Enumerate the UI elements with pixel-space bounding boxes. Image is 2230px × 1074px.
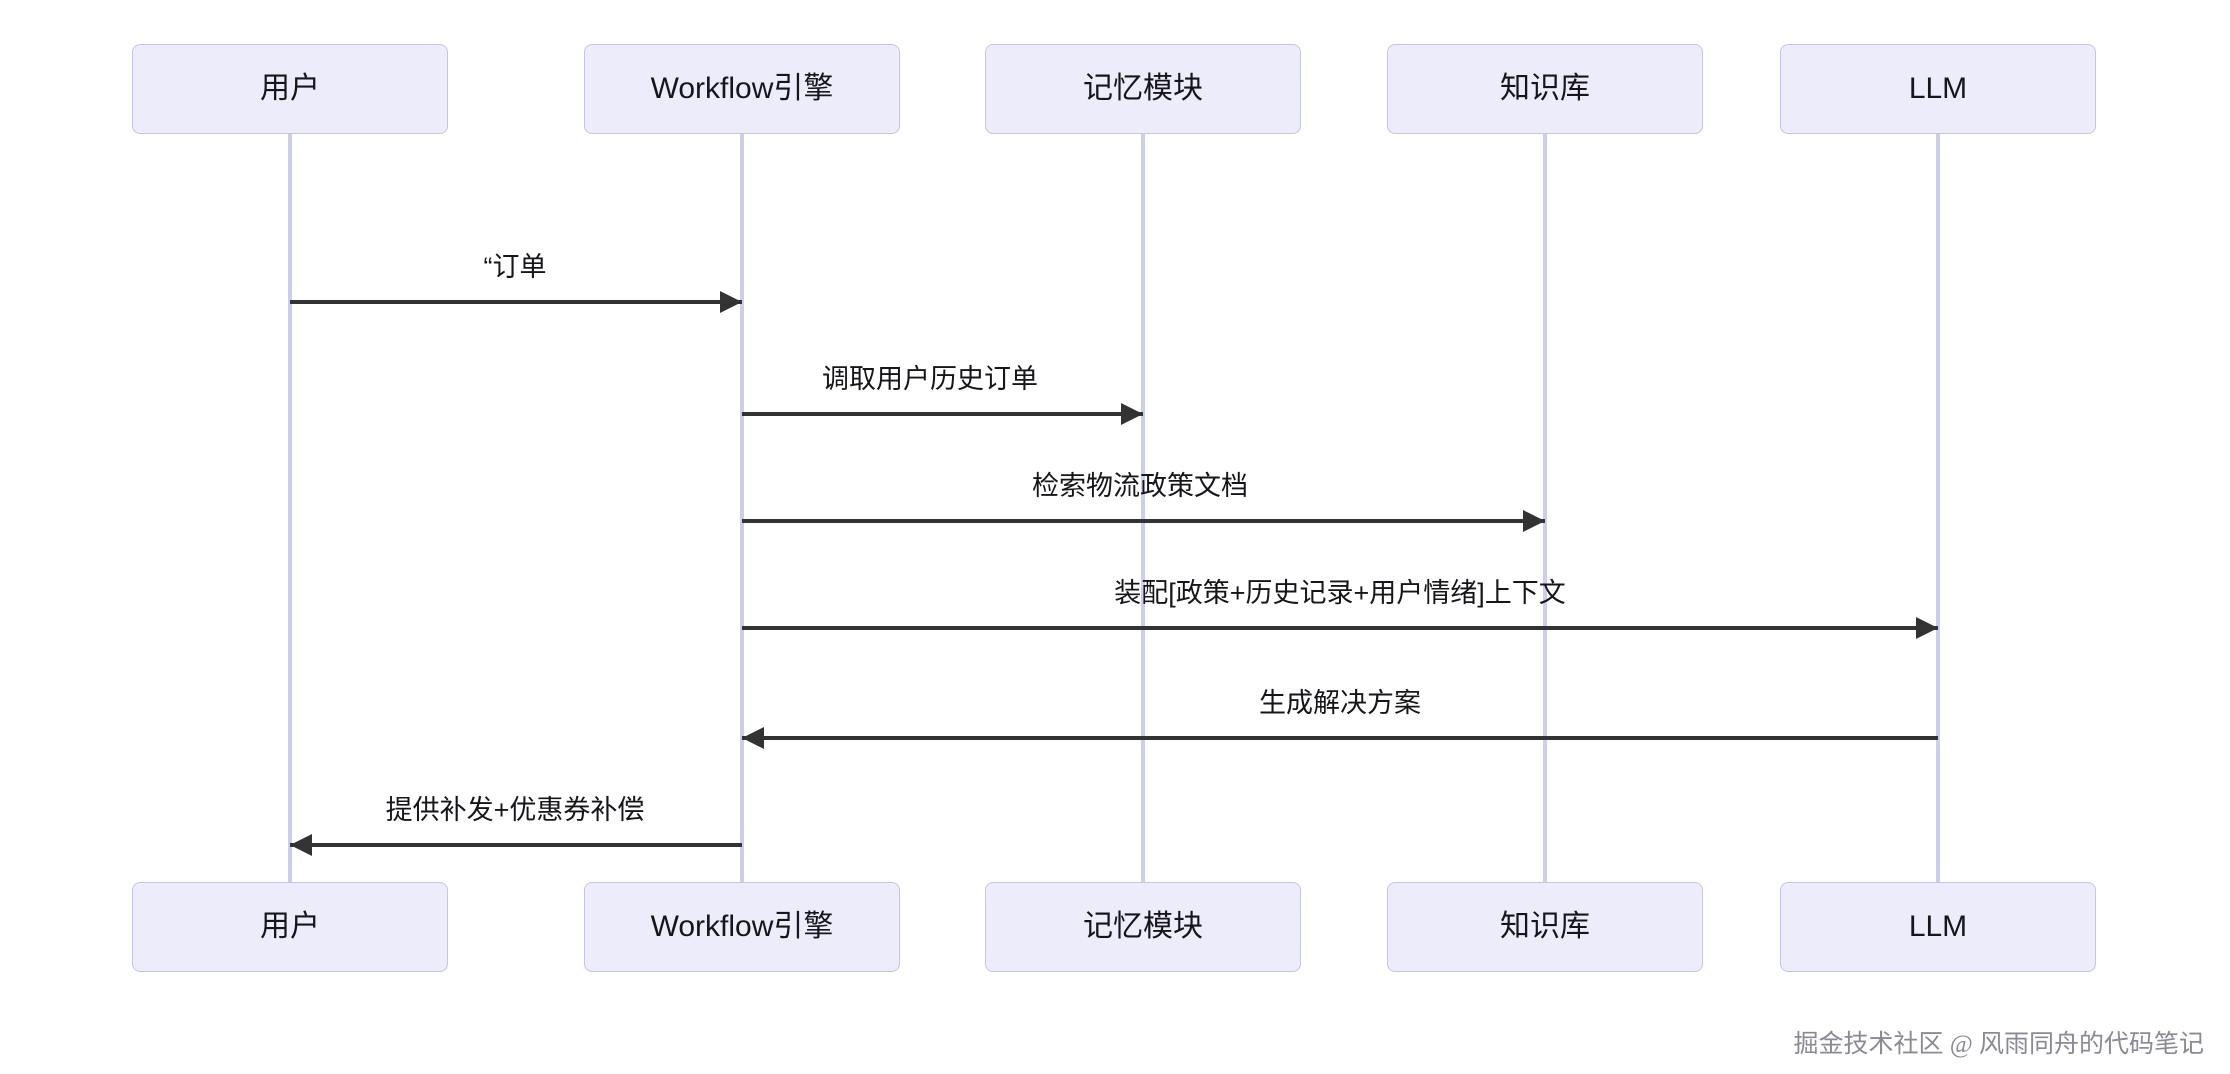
message-line-3 — [742, 519, 1545, 523]
message-label-4: 装配[政策+历史记录+用户情绪]上下文 — [1114, 578, 1566, 608]
participant-box-top-memory[interactable]: 记忆模块 — [985, 44, 1301, 134]
watermark: 掘金技术社区 @ 风雨同舟的代码笔记 — [1793, 1031, 2204, 1058]
message-label-1: “订单 — [483, 252, 547, 282]
message-label-6: 提供补发+优惠券补偿 — [385, 795, 645, 825]
participant-box-top-llm[interactable]: LLM — [1780, 44, 2096, 134]
message-line-6 — [290, 843, 742, 847]
message-line-5 — [742, 736, 1938, 740]
arrowhead-left-icon — [742, 727, 764, 749]
lifeline-llm — [1936, 134, 1940, 882]
participant-box-top-kb[interactable]: 知识库 — [1387, 44, 1703, 134]
arrowhead-right-icon — [720, 291, 742, 313]
participant-box-top-user[interactable]: 用户 — [132, 44, 448, 134]
participant-box-top-workflow[interactable]: Workflow引擎 — [584, 44, 900, 134]
arrowhead-right-icon — [1121, 403, 1143, 425]
participant-box-bottom-workflow[interactable]: Workflow引擎 — [584, 882, 900, 972]
message-line-2 — [742, 412, 1143, 416]
participant-box-bottom-user[interactable]: 用户 — [132, 882, 448, 972]
participant-box-bottom-memory[interactable]: 记忆模块 — [985, 882, 1301, 972]
arrowhead-left-icon — [290, 834, 312, 856]
arrowhead-right-icon — [1523, 510, 1545, 532]
participant-box-bottom-kb[interactable]: 知识库 — [1387, 882, 1703, 972]
message-line-1 — [290, 300, 742, 304]
message-label-5: 生成解决方案 — [1259, 688, 1421, 718]
lifeline-workflow — [740, 134, 744, 882]
participant-box-bottom-llm[interactable]: LLM — [1780, 882, 2096, 972]
message-line-4 — [742, 626, 1938, 630]
message-label-2: 调取用户历史订单 — [822, 364, 1038, 394]
arrowhead-right-icon — [1916, 617, 1938, 639]
lifeline-user — [288, 134, 292, 882]
lifeline-memory — [1141, 134, 1145, 882]
message-label-3: 检索物流政策文档 — [1032, 471, 1248, 501]
lifeline-kb — [1543, 134, 1547, 882]
